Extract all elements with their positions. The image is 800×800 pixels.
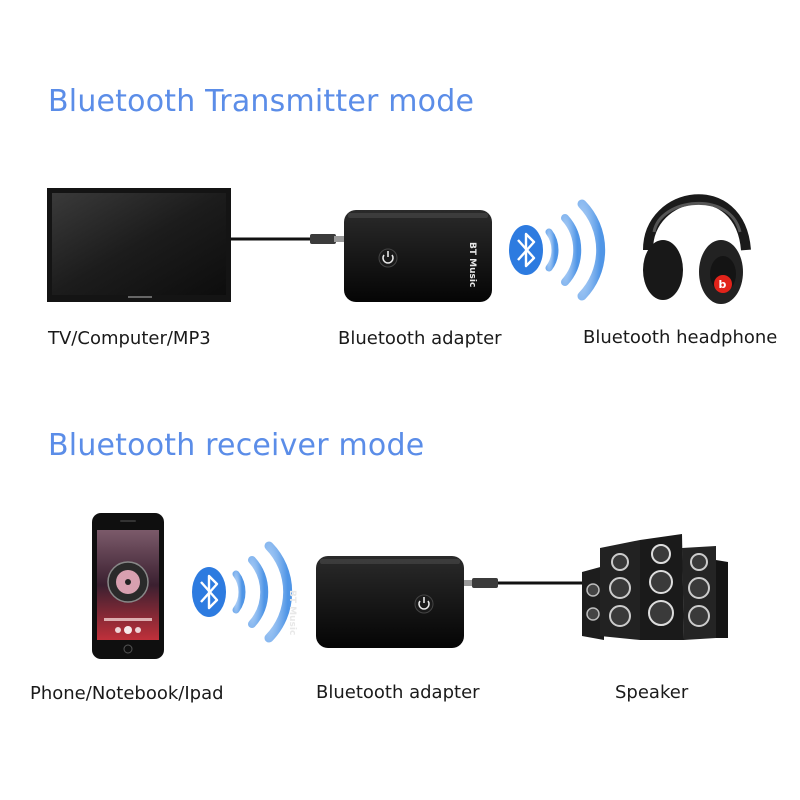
bluetooth-icon xyxy=(509,225,543,275)
adapter-device-text: BT Music xyxy=(287,590,297,635)
audio-cable xyxy=(231,234,344,244)
speaker-icon xyxy=(582,534,728,640)
adapter-device-text: BT Music xyxy=(467,242,477,287)
smartphone-icon xyxy=(92,513,164,659)
bluetooth-adapter-icon: BT Music xyxy=(344,210,492,302)
adapter-label-receiver: Bluetooth adapter xyxy=(316,682,480,703)
headphone-label: Bluetooth headphone xyxy=(583,327,778,348)
tv-monitor-icon xyxy=(47,188,231,302)
speaker-label: Speaker xyxy=(615,682,689,703)
tv-computer-label: TV/Computer/MP3 xyxy=(48,328,211,349)
receiver-mode-title: Bluetooth receiver mode xyxy=(48,428,425,463)
audio-cable xyxy=(464,578,582,588)
signal-waves-icon xyxy=(232,541,293,643)
transmitter-mode-title: Bluetooth Transmitter mode xyxy=(48,84,475,119)
phone-notebook-label: Phone/Notebook/Ipad xyxy=(30,683,224,704)
svg-text:b: b xyxy=(719,278,727,291)
headphone-icon: b xyxy=(643,194,751,304)
adapter-label-transmitter: Bluetooth adapter xyxy=(338,328,502,349)
bluetooth-icon xyxy=(192,567,226,617)
signal-waves-icon xyxy=(545,199,606,301)
bluetooth-adapter-icon: BT Music xyxy=(287,556,464,648)
